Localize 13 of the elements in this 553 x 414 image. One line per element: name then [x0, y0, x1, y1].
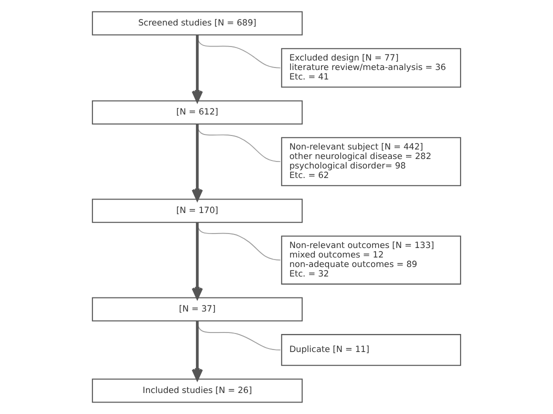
- node-box: [N = 612]: [92, 100, 303, 124]
- node-box: Screened studies [N = 689]: [92, 11, 303, 36]
- node-box: [N = 170]: [92, 198, 303, 223]
- node-box: Included studies [N = 26]: [92, 378, 303, 403]
- node-box: Duplicate [N = 11]: [281, 334, 462, 366]
- node-box: [N = 37]: [92, 297, 303, 322]
- arrow: [192, 320, 203, 380]
- node-box: Non-relevant outcomes [N = 133] mixed outcomes = 12 non-adequate outcomes = 89 Etc. = 32: [281, 236, 462, 285]
- arrow: [192, 34, 203, 102]
- node-box: Excluded design [N = 77] literature review/meta-analysis = 36 Etc. = 41: [281, 48, 462, 88]
- arrow: [192, 222, 203, 300]
- arrow: [192, 124, 203, 201]
- node-box: Non-relevant subject [N = 442] other neurological disease = 282 psychological disorder= 98 Etc. = 62: [281, 137, 462, 186]
